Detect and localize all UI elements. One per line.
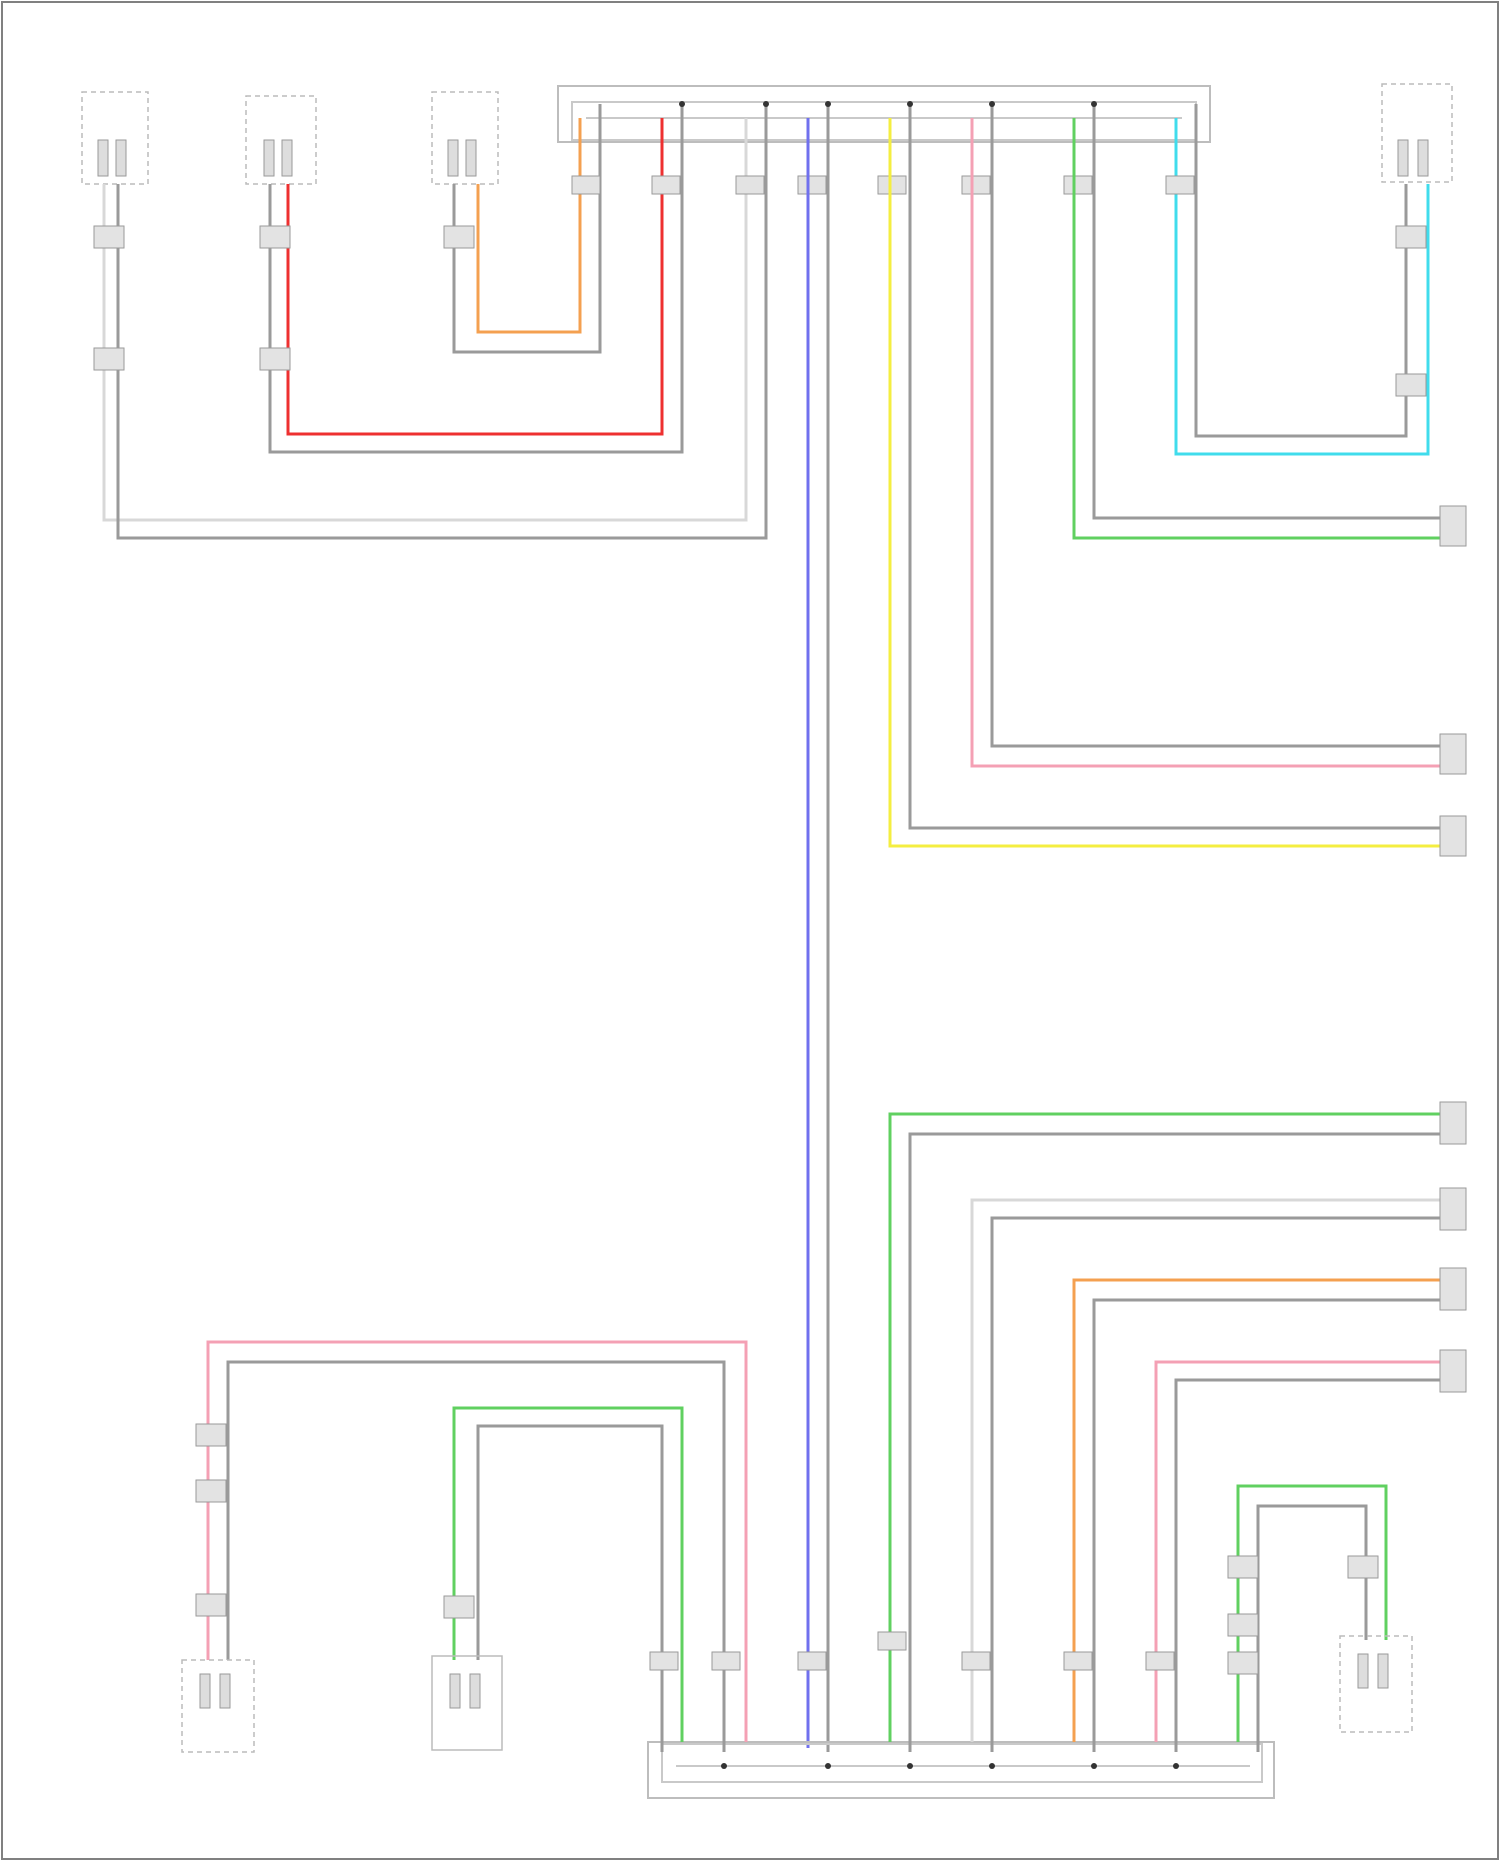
wire-gray-b2: [992, 1218, 1460, 1752]
wire-orange-top: [478, 118, 580, 332]
component-top-left-1: [82, 92, 148, 184]
wire-group-bottom-right-comp: [1238, 1486, 1386, 1752]
splice-points: [679, 101, 1179, 1769]
component-bottom-left-1: [182, 1660, 254, 1752]
component-top-right: [1382, 84, 1452, 182]
wire-pink-b4: [1156, 1362, 1460, 1742]
wire-group-top-right: [1176, 104, 1428, 454]
right-connectors-bottom: [1440, 1102, 1466, 1392]
wire-gray-b4: [1176, 1380, 1460, 1752]
wire-green-br: [1238, 1486, 1386, 1742]
wire-cyan: [1176, 118, 1428, 454]
wire-gray-a: [118, 104, 766, 538]
component-top-left-2: [246, 96, 316, 184]
wire-gray-b3: [1094, 1300, 1460, 1752]
wire-pink-top: [972, 118, 1460, 766]
wire-green-bl: [454, 1408, 682, 1742]
inline-connectors-bottom: [196, 1424, 1378, 1674]
wire-orange-b3: [1074, 1280, 1460, 1742]
bottom-bus-connector: [648, 1742, 1274, 1798]
wire-green-top: [1074, 118, 1460, 538]
wire-group-top-left: [104, 104, 766, 538]
component-bottom-left-2: [432, 1656, 502, 1750]
component-top-left-3: [432, 92, 498, 184]
wire-gray-bl2: [478, 1426, 662, 1752]
wire-gray-d: [1196, 104, 1406, 436]
wire-white-a: [104, 118, 746, 520]
component-bottom-right: [1340, 1636, 1412, 1732]
wire-gray-br: [1258, 1506, 1366, 1752]
top-bus-connector: [558, 86, 1210, 142]
right-connectors-top: [1440, 506, 1466, 856]
wire-gray-f: [992, 104, 1460, 746]
inline-connectors-top: [94, 176, 1426, 396]
